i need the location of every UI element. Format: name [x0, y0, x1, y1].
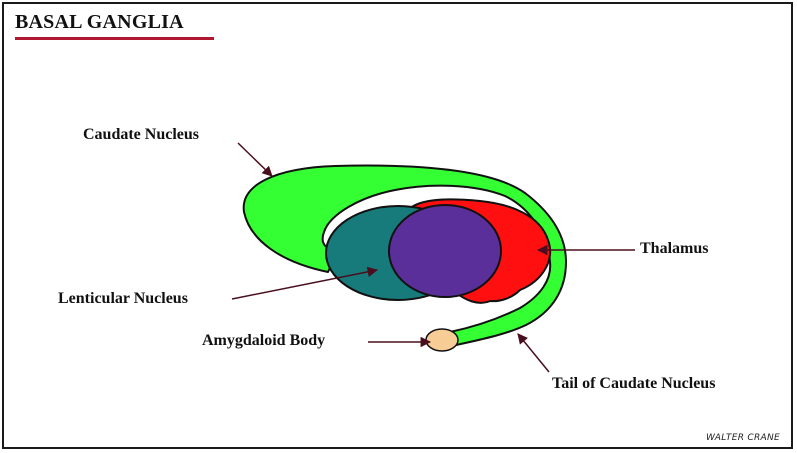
amygdaloid-body-shape [426, 329, 458, 351]
tail-of-caudate-arrow [518, 334, 549, 372]
artist-signature: WALTER CRANE [706, 433, 780, 443]
label-amygdaloid-body: Amygdaloid Body [202, 332, 325, 350]
label-caudate-nucleus: Caudate Nucleus [83, 126, 199, 144]
lenticular-inner-shape [389, 205, 501, 297]
label-tail-of-caudate-nucleus: Tail of Caudate Nucleus [552, 375, 715, 393]
label-thalamus: Thalamus [640, 240, 708, 258]
caudate-nucleus-arrow [238, 143, 272, 176]
label-lenticular-nucleus: Lenticular Nucleus [58, 290, 188, 308]
